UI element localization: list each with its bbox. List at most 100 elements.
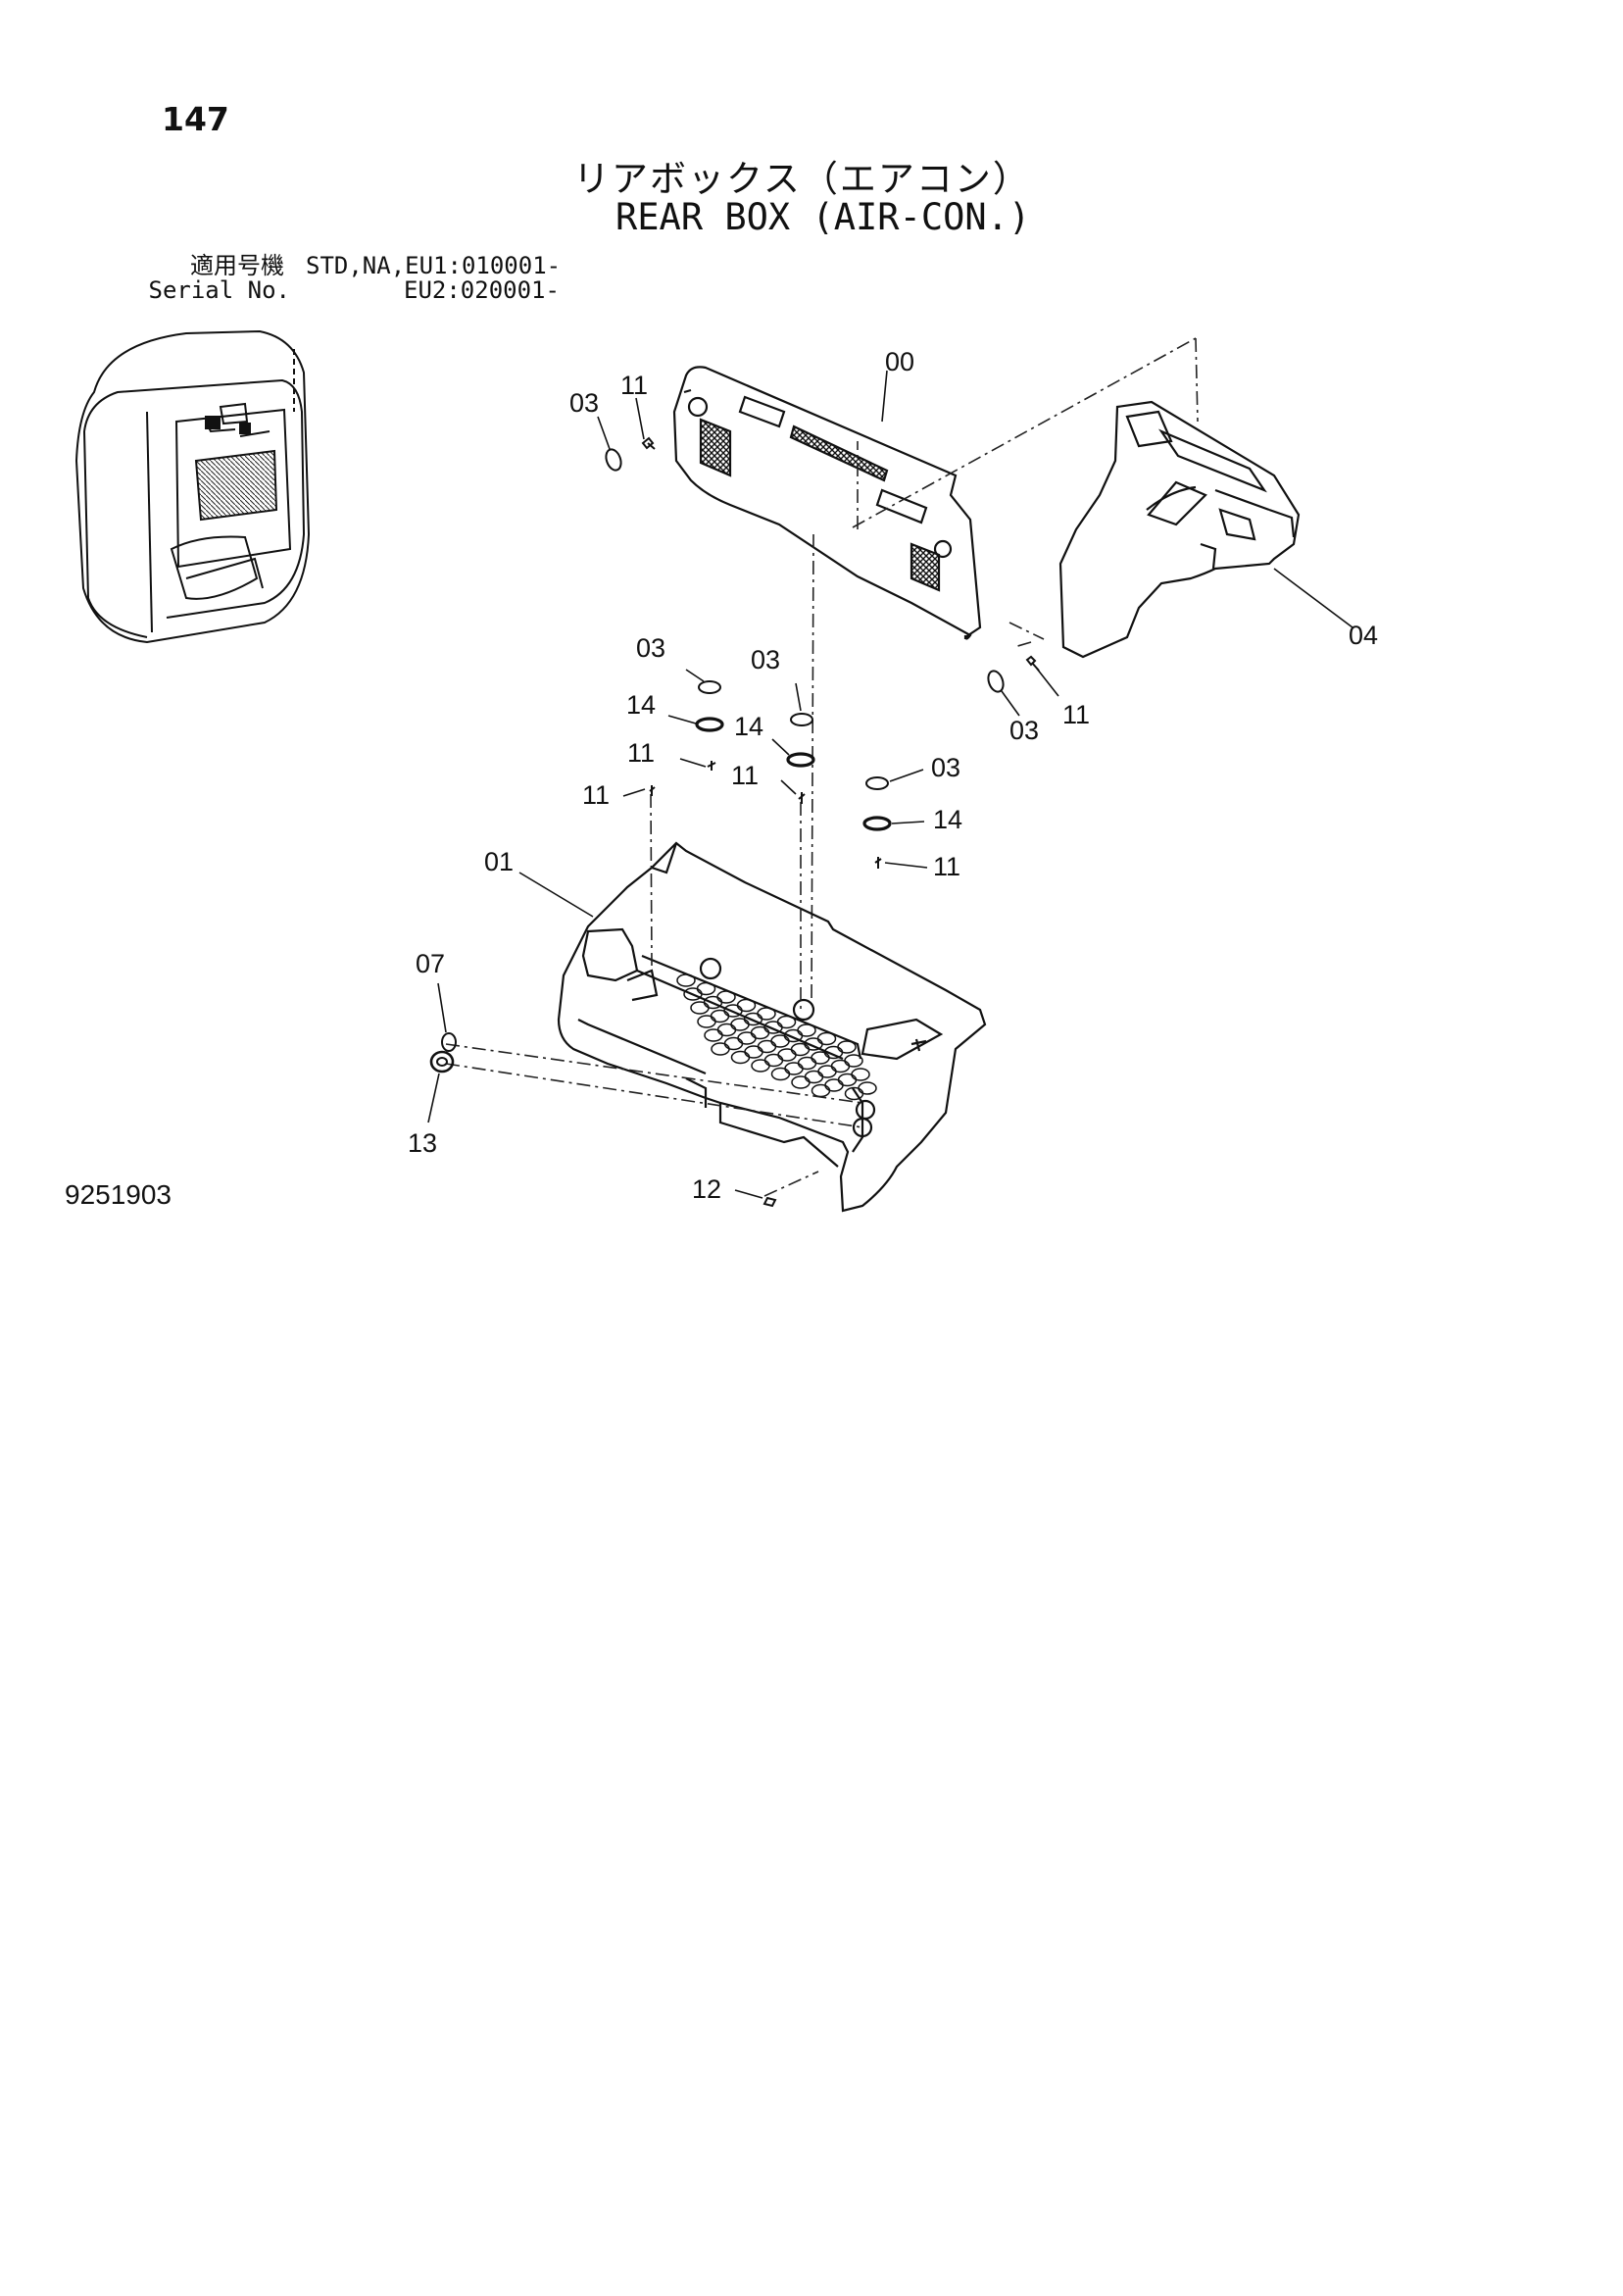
callout-14: 14 <box>626 690 656 720</box>
drawing-code: 9251903 <box>65 1179 172 1210</box>
part-03-plug <box>698 680 721 694</box>
callout-14: 14 <box>933 805 962 834</box>
callout-11: 11 <box>731 761 759 790</box>
perforation-hole <box>696 981 716 996</box>
part-03-plug <box>865 776 889 790</box>
perforation-hole <box>716 1023 737 1037</box>
callout-03: 03 <box>636 633 665 663</box>
part-07-clip <box>441 1032 457 1052</box>
part-00-rear-upper-panel <box>672 366 982 640</box>
callout-13: 13 <box>408 1128 437 1158</box>
perforation-hole <box>844 1054 863 1068</box>
callout-03: 03 <box>751 645 780 674</box>
perforation-hole <box>816 1031 837 1046</box>
perforation-hole <box>711 1042 730 1056</box>
fasteners-and-plugs <box>429 436 1040 1208</box>
part-14-grommet <box>786 752 815 768</box>
perforation-hole <box>730 1018 750 1031</box>
callout-07: 07 <box>416 949 445 978</box>
perforation-hole <box>763 1053 784 1068</box>
callout-01: 01 <box>484 847 514 876</box>
assembly-lines-01 <box>445 793 863 1197</box>
part-11-screw <box>649 785 656 796</box>
perforation-hole <box>776 1015 797 1029</box>
assembly-lines-00 <box>811 337 1199 1006</box>
applicability-value-1: STD,NA,EU1:010001- <box>306 252 562 279</box>
callout-12: 12 <box>692 1174 721 1204</box>
callout-03: 03 <box>931 753 960 782</box>
perforation-hole <box>811 1051 830 1065</box>
perforation-hole <box>837 1073 858 1087</box>
callout-11: 11 <box>620 371 648 400</box>
part-11-screw <box>798 792 806 804</box>
part-11-screw <box>707 761 716 771</box>
callout-11: 11 <box>627 738 655 768</box>
part-03-plug <box>987 670 1005 693</box>
perforation-hole <box>743 1012 763 1026</box>
perforation-hole <box>851 1068 870 1081</box>
callout-14: 14 <box>734 712 763 741</box>
perforation-hole <box>858 1081 877 1095</box>
part-13-nut <box>429 1050 455 1073</box>
callout-00: 00 <box>885 347 914 376</box>
callout-11: 11 <box>933 852 960 881</box>
part-01-perforations <box>676 973 877 1101</box>
perforation-hole <box>811 1083 831 1098</box>
part-03-plug <box>605 448 622 472</box>
perforation-hole <box>716 990 736 1004</box>
perforation-hole <box>737 1031 757 1045</box>
part-14-grommet <box>695 717 724 732</box>
perforation-hole <box>791 1075 811 1089</box>
perforation-hole <box>676 973 696 987</box>
perforation-hole <box>817 1065 837 1078</box>
perforation-hole <box>790 1042 811 1057</box>
perforation-hole <box>824 1078 844 1092</box>
perforation-hole <box>690 1001 710 1015</box>
page-number: 147 <box>162 100 229 138</box>
part-12-screw <box>762 1196 777 1208</box>
callout-04: 04 <box>1349 621 1378 650</box>
part-04-air-duct <box>1058 400 1301 659</box>
callout-11: 11 <box>1062 700 1090 729</box>
part-01-rear-lower-box <box>557 841 987 1213</box>
perforation-hole <box>683 987 703 1001</box>
perforation-hole <box>797 1056 817 1071</box>
serial-number-label: Serial No. <box>148 276 291 304</box>
perforation-hole <box>777 1048 797 1062</box>
applicability-value-2: EU2:020001- <box>404 276 560 304</box>
perforation-hole <box>757 1039 777 1054</box>
perforation-hole <box>697 1015 716 1028</box>
title-english: REAR BOX (AIR-CON.) <box>615 196 1031 238</box>
perforation-hole <box>770 1067 791 1081</box>
perforation-hole <box>797 1023 816 1037</box>
callout-numbers: 00 03 11 04 11 03 03 03 14 14 11 11 11 0… <box>408 347 1378 1204</box>
leader-lines <box>427 370 1353 1199</box>
perforation-hole <box>744 1045 763 1059</box>
perforation-hole <box>750 1025 770 1040</box>
perforation-hole <box>804 1070 824 1084</box>
callout-11: 11 <box>582 780 610 810</box>
perforation-hole <box>770 1034 790 1048</box>
perforation-hole <box>830 1059 851 1073</box>
part-03-plug <box>790 713 813 726</box>
perforation-hole <box>784 1062 804 1075</box>
part-11-screw <box>874 857 882 869</box>
perforation-hole <box>757 1007 776 1021</box>
title-japanese: リアボックス（エアコン） <box>573 158 1031 200</box>
perforation-hole <box>751 1059 770 1073</box>
part-13-nut-hole <box>436 1057 448 1067</box>
perforation-hole <box>844 1086 864 1101</box>
perforation-hole <box>723 1036 744 1051</box>
perforation-hole <box>730 1050 751 1065</box>
perforation-hole <box>736 998 757 1013</box>
callout-03: 03 <box>569 388 599 418</box>
callout-03: 03 <box>1009 716 1039 745</box>
perforation-hole <box>837 1040 857 1054</box>
perforation-hole <box>704 1028 723 1042</box>
part-14-grommet <box>862 816 892 831</box>
applicability-label-jp: 適用号機 <box>190 252 284 279</box>
cab-location-thumbnail <box>74 329 311 644</box>
perforation-hole <box>710 1009 730 1023</box>
